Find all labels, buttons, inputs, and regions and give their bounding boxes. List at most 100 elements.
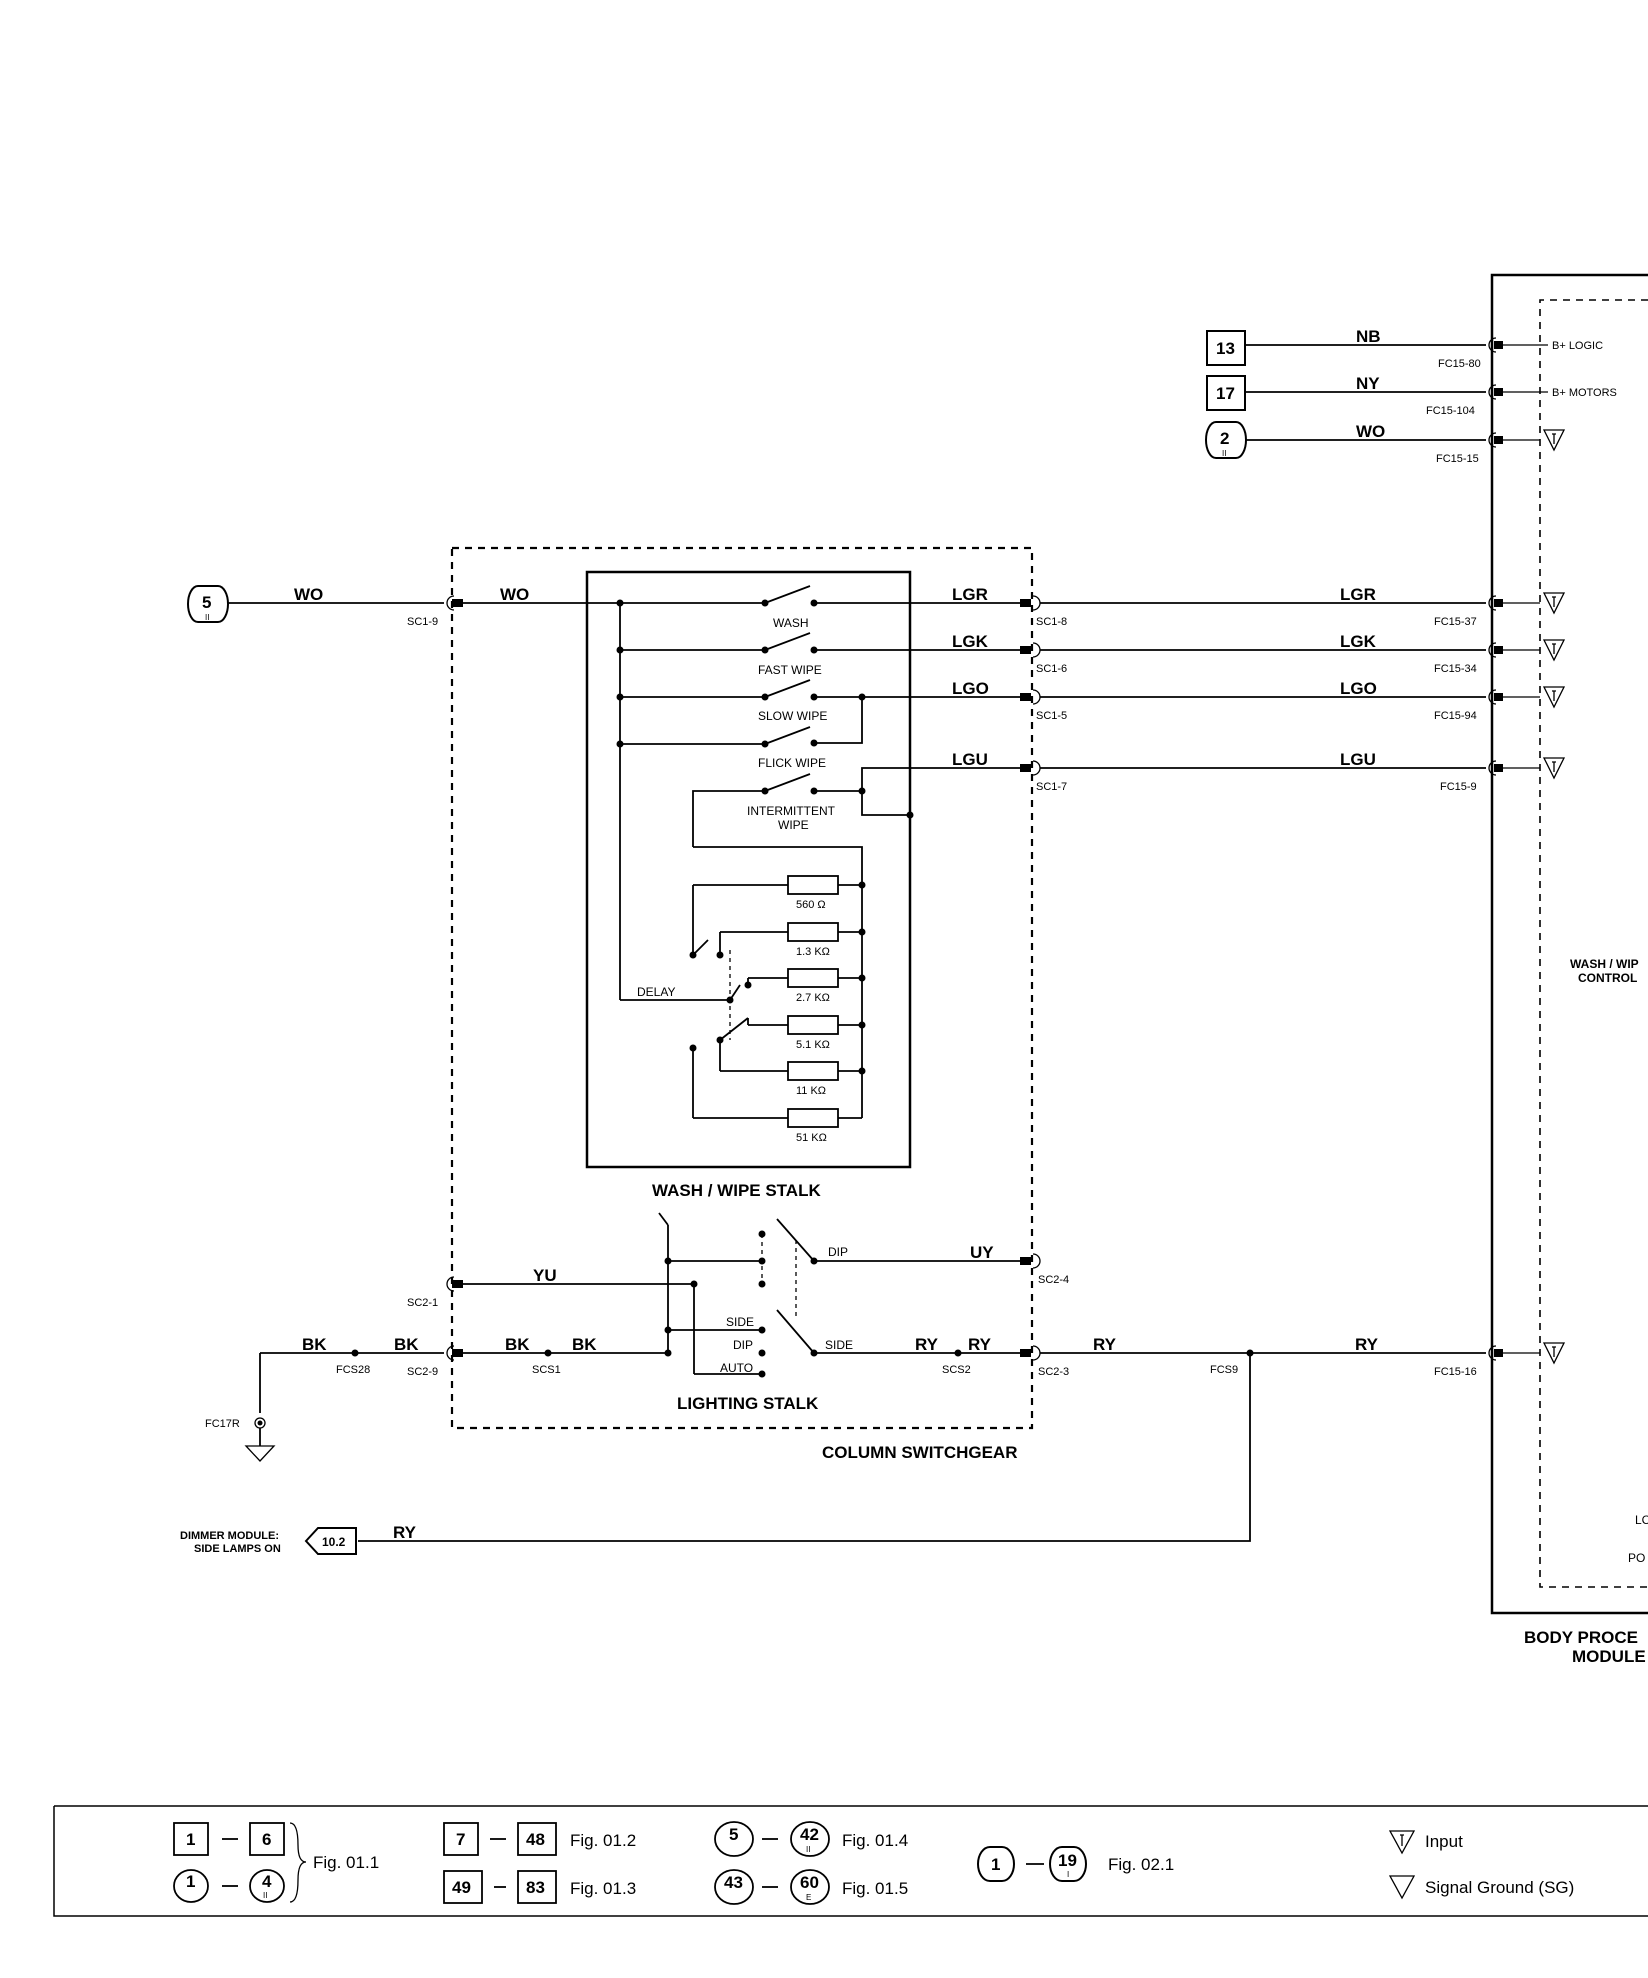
bpm-control-label-1: WASH / WIP xyxy=(1570,957,1639,971)
output-lgo: LGO SC1-5 LGO FC15-94 xyxy=(952,679,1566,722)
wire-ny: NY xyxy=(1356,374,1380,393)
switch-intermittent-wipe: INTERMITTENT WIPE xyxy=(692,767,1020,885)
pin-fc15-34: FC15-34 xyxy=(1434,663,1477,675)
resistor-11k-label: 11 KΩ xyxy=(796,1085,826,1097)
resistor-2k7-label: 2.7 KΩ xyxy=(796,992,830,1004)
bpm-title-1: BODY PROCE xyxy=(1524,1628,1638,1647)
ground-icon xyxy=(244,1445,276,1462)
legend-r5b: 42 xyxy=(800,1825,819,1844)
input-13-ref: 13 xyxy=(1216,339,1235,358)
wire-lgr-bpm: LGR xyxy=(1340,585,1376,604)
wire-bk-2: BK xyxy=(394,1335,419,1354)
pin-sc1-7: SC1-7 xyxy=(1036,781,1067,793)
input-2-wire: 2 II WO FC15-15 xyxy=(1205,421,1566,465)
wire-bk-4: BK xyxy=(572,1335,597,1354)
pin-sc1-6: SC1-6 xyxy=(1036,663,1067,675)
legend-fig021: Fig. 02.1 xyxy=(1108,1855,1174,1874)
switch-intermittent-label: INTERMITTENT xyxy=(747,804,836,818)
resistor-2k7: 2.7 KΩ xyxy=(748,968,866,1004)
pin-fc15-9: FC15-9 xyxy=(1440,781,1477,793)
wire-lgu-bpm: LGU xyxy=(1340,750,1376,769)
legend-r1a: 1 xyxy=(186,1830,195,1849)
input-icon xyxy=(1542,429,1566,452)
dimmer-line-1: DIMMER MODULE: xyxy=(180,1530,279,1542)
wire-lgo-bpm: LGO xyxy=(1340,679,1377,698)
input-17-wire: 17 NY FC15-104 B+ MOTORS xyxy=(1206,374,1617,417)
bpm-lo-label: LC xyxy=(1635,1513,1648,1527)
input-icon xyxy=(1542,592,1566,615)
legend-fig012: Fig. 01.2 xyxy=(570,1831,636,1850)
label-side-2: SIDE xyxy=(825,1338,853,1352)
pin-fc15-104: FC15-104 xyxy=(1426,405,1475,417)
wire-lgk-bpm: LGK xyxy=(1340,632,1377,651)
input-13-wire: 13 NB FC15-80 B+ LOGIC xyxy=(1206,327,1603,370)
wire-lgu-stalk: LGU xyxy=(952,750,988,769)
label-dip-2: DIP xyxy=(733,1338,753,1352)
output-lgk: LGK SC1-6 LGK FC15-34 xyxy=(952,632,1566,675)
legend-r2b: 4 xyxy=(262,1872,272,1891)
column-switchgear-title: COLUMN SWITCHGEAR xyxy=(822,1443,1017,1462)
resistor-5k1-label: 5.1 KΩ xyxy=(796,1039,830,1051)
legend-fig015: Fig. 01.5 xyxy=(842,1879,908,1898)
wire-wo-feed: WO xyxy=(294,585,323,604)
resistor-11k: 11 KΩ xyxy=(720,1061,866,1097)
legend-r5sub: II xyxy=(806,1845,810,1854)
pin-sc2-3: SC2-3 xyxy=(1038,1366,1069,1378)
pin-sc1-5: SC1-5 xyxy=(1036,710,1067,722)
dimmer-ref: 10.2 xyxy=(322,1535,346,1549)
resistor-51k-label: 51 KΩ xyxy=(796,1132,827,1144)
column-switchgear-box xyxy=(450,546,1034,1430)
switch-wipe-label: WIPE xyxy=(778,818,809,832)
legend-r7sub: I xyxy=(1067,1870,1069,1879)
label-auto: AUTO xyxy=(720,1361,753,1375)
wash-wipe-stalk-box xyxy=(585,570,912,1169)
legend-r4b: 83 xyxy=(526,1878,545,1897)
wire-ry-4: RY xyxy=(1355,1335,1379,1354)
wash-wipe-stalk-title: WASH / WIPE STALK xyxy=(652,1181,821,1200)
resistor-560: 560 Ω xyxy=(693,875,866,911)
input-icon xyxy=(1388,1830,1416,1855)
input-icon xyxy=(1542,639,1566,662)
legend-r7a: 1 xyxy=(991,1855,1000,1874)
legend-input: Input xyxy=(1425,1832,1463,1851)
feed-sub: II xyxy=(205,613,209,622)
switch-slow-wipe-label: SLOW WIPE xyxy=(758,709,827,723)
wire-wo-internal: WO xyxy=(500,585,529,604)
legend: 1 6 1 4 II Fig. 01.1 7 48 Fig. 01.2 49 8… xyxy=(53,1805,1648,1917)
pin-fc15-37: FC15-37 xyxy=(1434,616,1477,628)
wire-uy: UY xyxy=(970,1243,994,1262)
legend-r6a: 43 xyxy=(724,1873,743,1892)
bpm-control-label-2: CONTROL xyxy=(1578,971,1637,985)
legend-r6sub: E xyxy=(806,1893,811,1902)
feed-wire-wo: 5 II WO SC1-9 WO xyxy=(187,585,762,628)
wire-bk-3: BK xyxy=(505,1335,530,1354)
input-2-sub: II xyxy=(1222,449,1226,458)
legend-fig014: Fig. 01.4 xyxy=(842,1831,908,1850)
switch-fast-wipe-label: FAST WIPE xyxy=(758,663,822,677)
splice-scs2: SCS2 xyxy=(942,1364,971,1376)
body-processor-module: WASH / WIP CONTROL LC PO BODY PROCE MODU… xyxy=(1490,273,1648,1666)
func-b-logic: B+ LOGIC xyxy=(1552,340,1603,352)
switch-flick-wipe-label: FLICK WIPE xyxy=(758,756,826,770)
input-icon xyxy=(1542,686,1566,709)
legend-r3b: 48 xyxy=(526,1830,545,1849)
output-lgr: LGR SC1-8 LGR FC15-37 xyxy=(952,585,1566,628)
splice-scs1: SCS1 xyxy=(532,1364,561,1376)
resistor-51k: 51 KΩ xyxy=(693,1108,862,1144)
switch-wash-label: WASH xyxy=(773,616,809,630)
wire-yu: YU xyxy=(533,1266,557,1285)
input-icon xyxy=(1542,757,1566,780)
legend-r2a: 1 xyxy=(186,1872,195,1891)
pin-fc15-80: FC15-80 xyxy=(1438,358,1481,370)
legend-r2sub: II xyxy=(263,1891,267,1900)
switch-wash: WASH xyxy=(616,585,1020,630)
label-side: SIDE xyxy=(726,1315,754,1329)
resistor-560-label: 560 Ω xyxy=(796,899,826,911)
pin-fc15-94: FC15-94 xyxy=(1434,710,1477,722)
wire-lgr-stalk: LGR xyxy=(952,585,988,604)
legend-fig013: Fig. 01.3 xyxy=(570,1879,636,1898)
pin-fc15-15: FC15-15 xyxy=(1436,453,1479,465)
lighting-stalk-title: LIGHTING STALK xyxy=(677,1394,819,1413)
legend-r6b: 60 xyxy=(800,1873,819,1892)
